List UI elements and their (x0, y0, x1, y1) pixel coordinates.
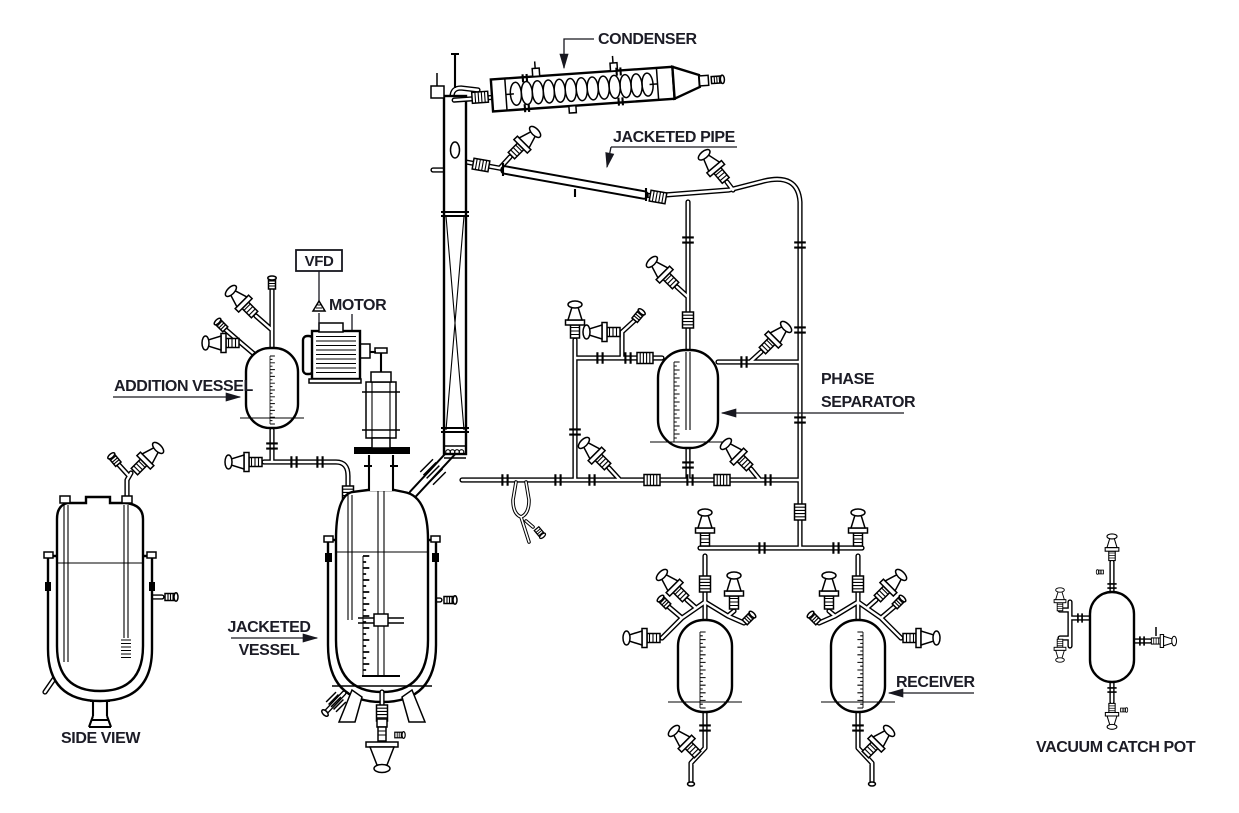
vertical-column (430, 52, 469, 459)
nipple-glyph (1120, 707, 1129, 713)
vacuum-catch-pot (1053, 533, 1178, 730)
phase-separator-label-2: SEPARATOR (821, 394, 916, 411)
valve-glyph (1053, 587, 1067, 612)
phase-separator-label-1: PHASE (821, 371, 875, 388)
side-view-vessel (43, 495, 179, 729)
jacketed-vessel (295, 249, 458, 774)
valve-glyph (1150, 634, 1178, 648)
nipple-glyph (443, 595, 458, 605)
stirrer-drive (362, 347, 400, 449)
nipple-glyph (1095, 569, 1104, 575)
bellows-glyph (470, 90, 490, 105)
valve-glyph (224, 451, 263, 473)
jacketed-vessel-label-1: JACKETED (227, 619, 310, 636)
valve-glyph (582, 321, 621, 343)
valve-glyph (1104, 533, 1120, 562)
phase-separator (650, 348, 726, 450)
jacketed-pipe-label: JACKETED PIPE (613, 129, 736, 146)
addition-vessel-label: ADDITION VESSEL (114, 378, 254, 395)
vfd (295, 249, 353, 330)
vessel-column-neck (408, 447, 457, 499)
condenser-label: CONDENSER (598, 31, 697, 48)
jacketed-pipe (500, 163, 649, 201)
motor (301, 322, 376, 384)
addition-vessel (240, 275, 304, 430)
valve-glyph (564, 300, 586, 339)
nipple-glyph (394, 731, 406, 739)
vacuum-catch-pot-label: VACUUM CATCH POT (1036, 739, 1196, 756)
annotations: CONDENSER JACKETED PIPE VFD MOTOR ADDITI… (61, 31, 1196, 756)
vfd-label: VFD (305, 253, 334, 270)
condenser (451, 55, 726, 114)
jacketed-vessel-label-2: VESSEL (239, 642, 300, 659)
side-view-label: SIDE VIEW (61, 730, 141, 747)
receiver-label: RECEIVER (896, 674, 975, 691)
nipple-glyph (710, 74, 726, 86)
pipe-network (42, 85, 1153, 705)
valve-glyph (126, 437, 169, 480)
nipple-glyph (267, 275, 277, 290)
valve-glyph (1053, 638, 1067, 663)
nipple-glyph (533, 525, 548, 541)
valve-glyph (1104, 702, 1120, 730)
glass-fork (511, 480, 548, 544)
motor-label: MOTOR (329, 297, 387, 314)
nipple-glyph (164, 592, 179, 602)
